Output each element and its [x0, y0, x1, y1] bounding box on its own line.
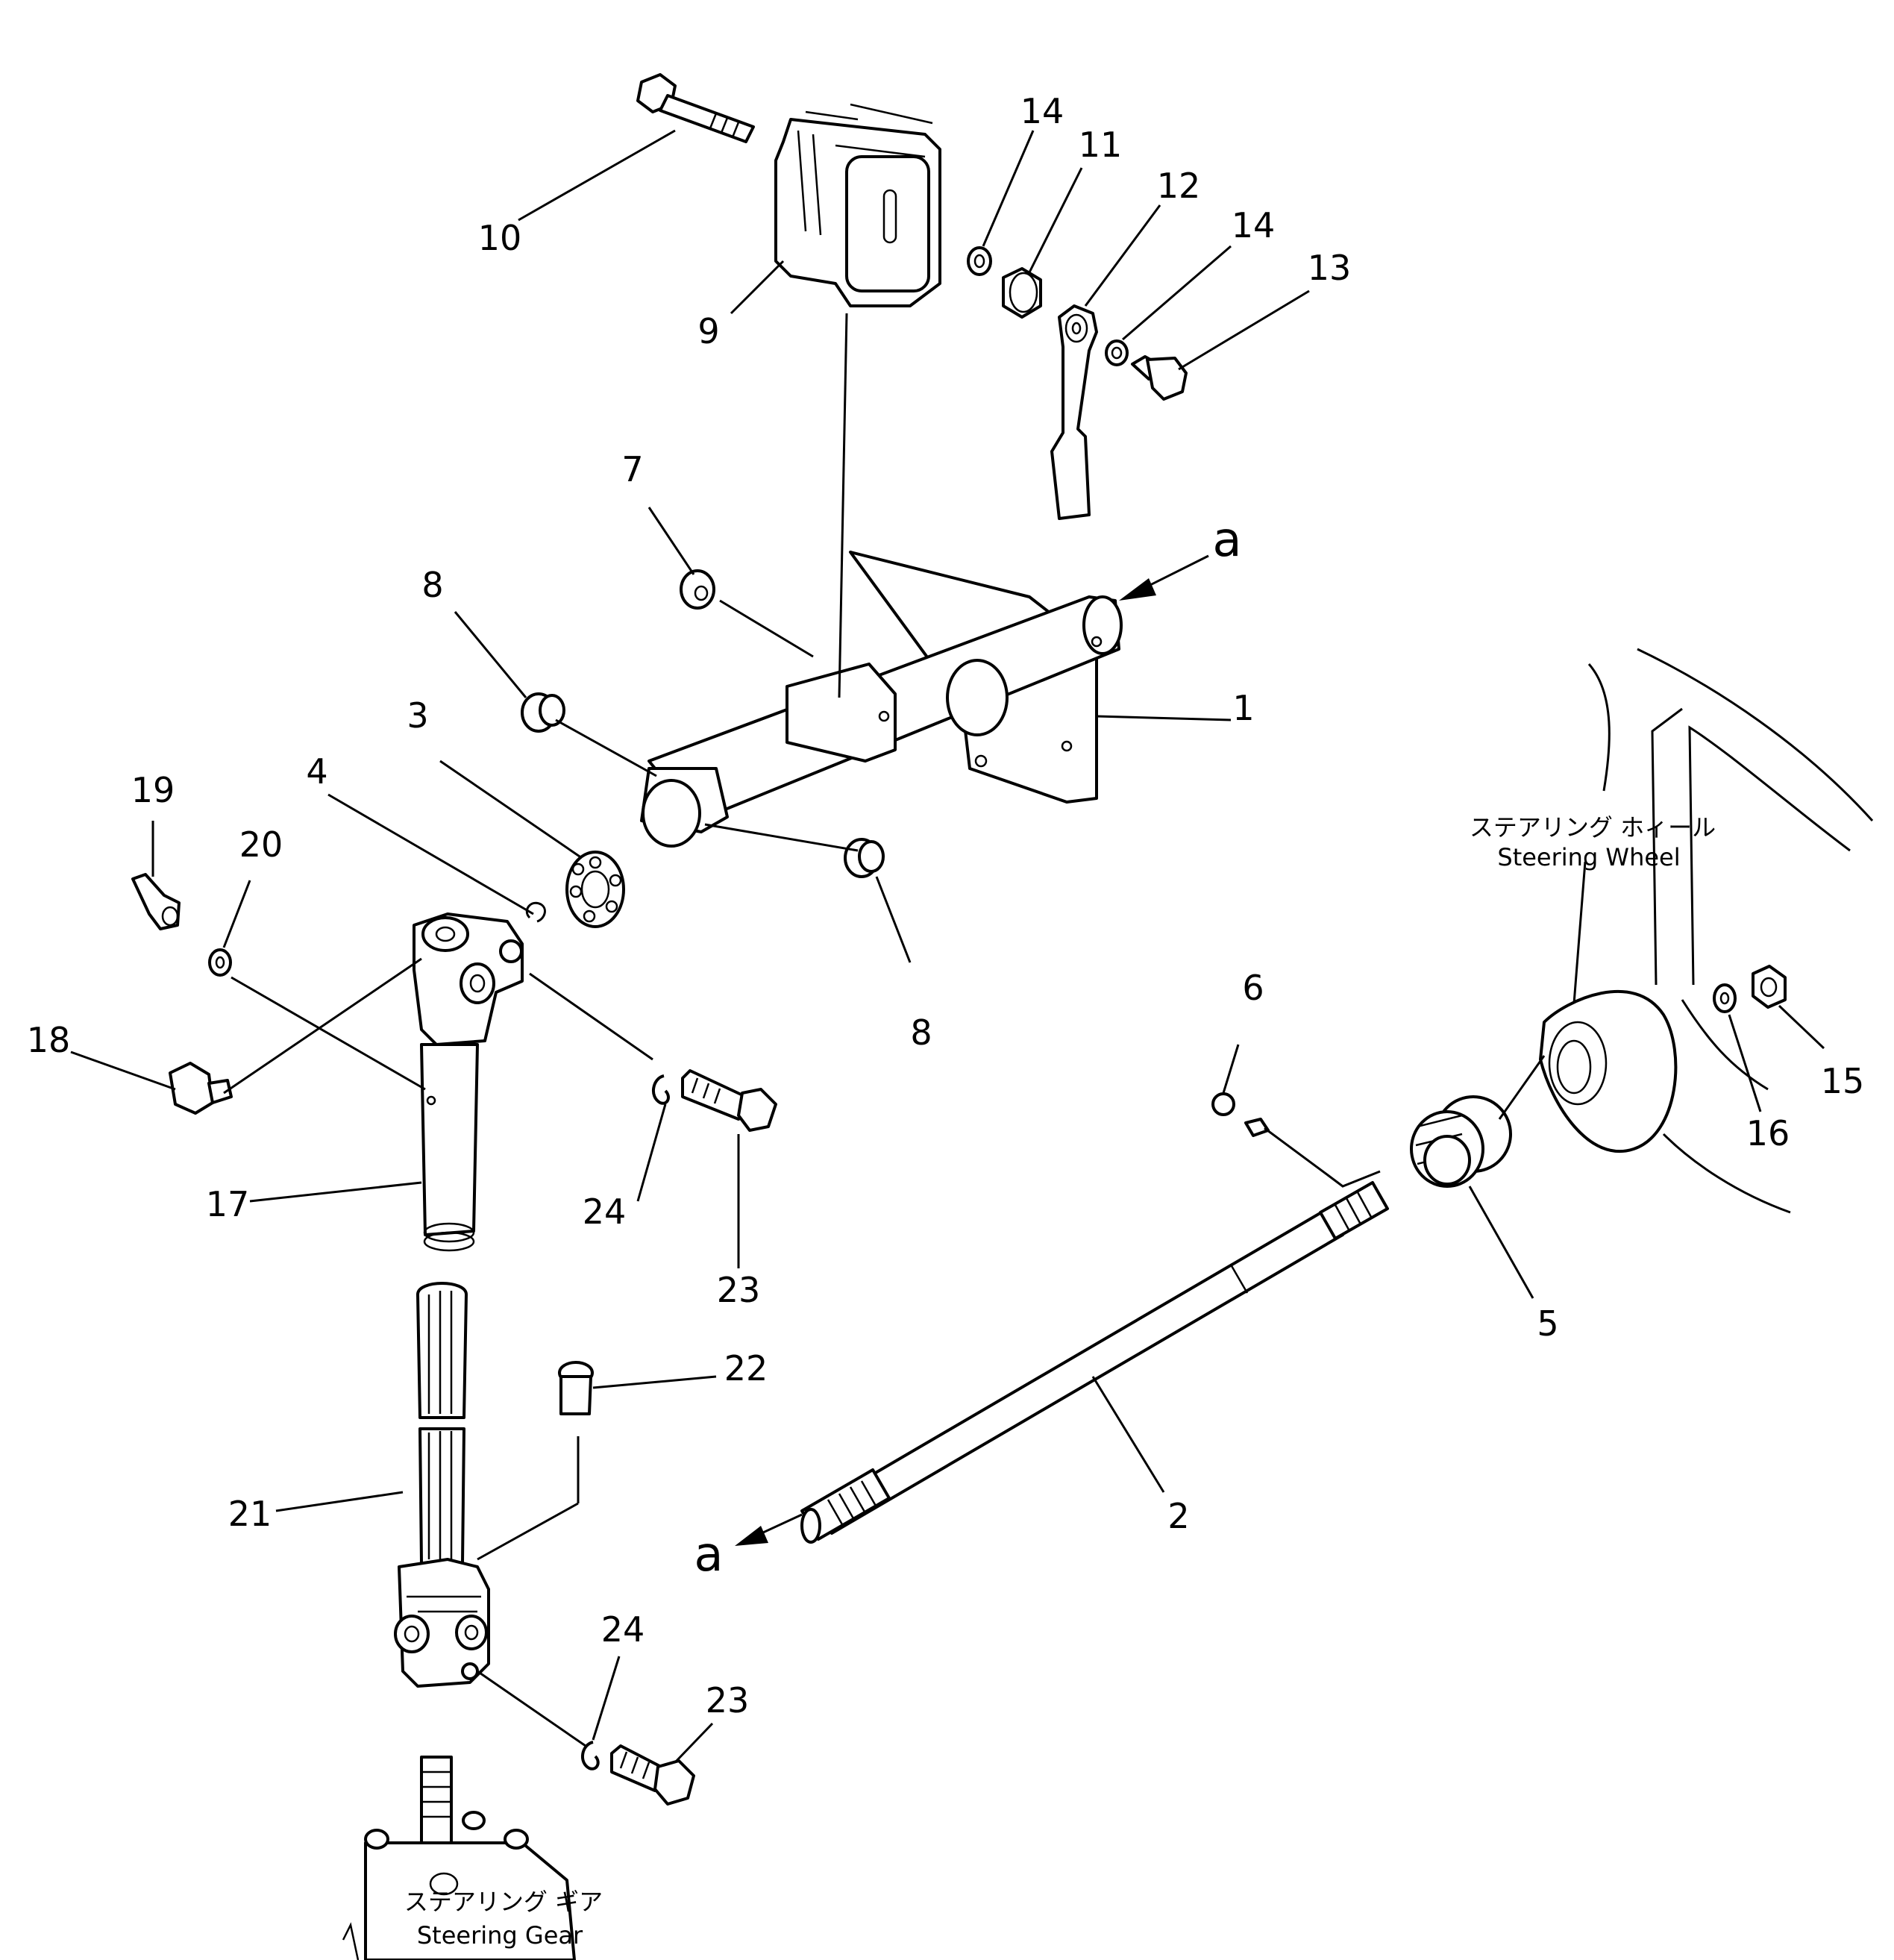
part-24-washer-lower [581, 1741, 600, 1770]
callout-20: 20 [239, 824, 283, 865]
part-6-horn-pin [1211, 1092, 1381, 1188]
part-9-bracket [774, 103, 941, 307]
captions: ステアリング ホィール Steering Wheel ステアリング ギア Ste… [404, 813, 1716, 1950]
part-7-grommet [680, 569, 715, 610]
callout-23-lower: 23 [706, 1680, 750, 1721]
steering-gear-caption-en: Steering Gear [417, 1921, 583, 1950]
callout-19: 19 [131, 770, 175, 810]
part-8-plug-lower [844, 838, 885, 878]
part-21-splined-shaft [416, 1282, 468, 1565]
callout-9: 9 [697, 311, 719, 351]
part-2-steering-shaft [800, 1181, 1389, 1544]
callout-13: 13 [1308, 248, 1352, 288]
part-1-column-housing [640, 313, 1123, 848]
upper-universal-joint [413, 912, 524, 1046]
view-marker-a-bottom: a [694, 1527, 723, 1582]
callout-24-lower: 24 [601, 1609, 645, 1650]
part-8-plug-upper [521, 692, 565, 733]
callout-11: 11 [1079, 125, 1123, 165]
callout-10: 10 [478, 218, 522, 258]
part-22-plug [477, 1361, 594, 1561]
part-23-bolt-upper [681, 1069, 777, 1132]
part-24-washer-upper [652, 1074, 670, 1105]
callout-15: 15 [1821, 1061, 1865, 1101]
callout-7: 7 [621, 449, 643, 489]
callout-8-lower: 8 [910, 1012, 932, 1053]
part-12-lever [1050, 304, 1098, 520]
view-markers: a a [694, 513, 1241, 1582]
steering-gear-caption-jp: ステアリング ギア [404, 1888, 603, 1916]
part-3-bearing [565, 851, 625, 928]
part-23-bolt-lower [610, 1744, 695, 1806]
callout-labels: 1 2 3 4 5 6 7 8 8 9 10 11 12 13 14 14 15… [27, 91, 1865, 1721]
part-20-washer [208, 948, 232, 977]
callout-18: 18 [27, 1020, 71, 1060]
callout-6: 6 [1242, 968, 1264, 1008]
view-marker-a-top: a [1212, 513, 1241, 568]
callout-12: 12 [1157, 166, 1201, 206]
steering-wheel-caption-en: Steering Wheel [1497, 843, 1680, 871]
callout-2: 2 [1167, 1496, 1189, 1536]
part-15-nut [1752, 965, 1787, 1009]
callout-16: 16 [1746, 1113, 1790, 1153]
callout-1: 1 [1232, 688, 1254, 728]
part-13-bolt [1131, 355, 1188, 401]
arrow-a-bottom [735, 1513, 803, 1546]
part-18-bolt [169, 1062, 233, 1115]
lower-universal-joint [394, 1558, 490, 1688]
callout-21: 21 [228, 1494, 272, 1534]
part-14-washer-left [967, 246, 992, 276]
arrow-a-top [1119, 554, 1209, 601]
part-10-bolt [636, 73, 755, 143]
steering-wheel [1539, 648, 1874, 1214]
callout-24-upper: 24 [583, 1192, 627, 1232]
callout-4: 4 [306, 751, 327, 792]
steering-gear [342, 1756, 576, 1960]
leader-lines [70, 129, 1825, 1764]
steering-wheel-caption-jp: ステアリング ホィール [1470, 813, 1716, 842]
callout-8-upper: 8 [421, 565, 443, 605]
callout-23-upper: 23 [717, 1270, 761, 1310]
callout-14-upper: 14 [1020, 91, 1064, 131]
callout-3: 3 [407, 695, 428, 736]
part-11-bushing [1002, 267, 1042, 319]
callout-22: 22 [724, 1348, 768, 1388]
part-5-horn-button [1410, 1095, 1512, 1188]
part-19-grease-fitting [131, 873, 181, 930]
callout-5: 5 [1537, 1303, 1558, 1344]
part-17-tube [420, 1043, 479, 1252]
part-14-washer-right [1105, 339, 1129, 366]
part-16-washer [1713, 983, 1737, 1013]
callout-17: 17 [206, 1184, 250, 1224]
callout-14-lower: 14 [1232, 205, 1276, 245]
